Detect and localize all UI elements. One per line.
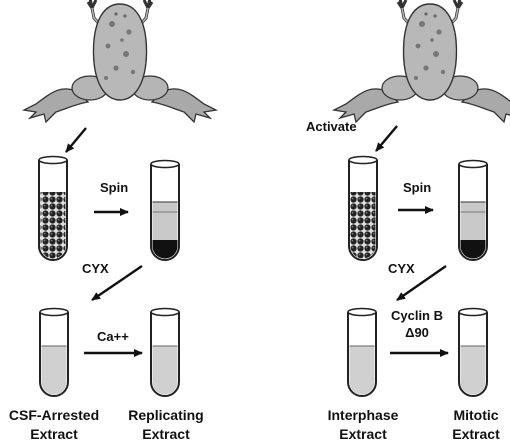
csf-tube bbox=[39, 307, 69, 397]
csf-extract-line2: Extract bbox=[30, 426, 78, 442]
arrow-frog-to-tube-right bbox=[375, 125, 398, 152]
spin-label-left: Spin bbox=[100, 180, 128, 195]
egg-tube-left bbox=[38, 155, 68, 261]
replicating-tube bbox=[150, 307, 180, 397]
cyclin-b-label: Cyclin B bbox=[391, 308, 443, 323]
frog-icon-left bbox=[22, 0, 218, 124]
arrow-frog-to-tube-left bbox=[65, 127, 87, 153]
mitotic-extract-line1: Mitotic bbox=[453, 407, 498, 423]
cyx-label-right: CYX bbox=[388, 261, 415, 276]
activate-label: Activate bbox=[306, 119, 357, 134]
spun-tube-right bbox=[458, 159, 488, 261]
replicating-extract-line2: Extract bbox=[142, 426, 190, 442]
mitotic-extract-line2: Extract bbox=[452, 426, 500, 442]
spin-label-right: Spin bbox=[403, 180, 431, 195]
csf-extract-line1: CSF-Arrested bbox=[9, 407, 99, 423]
frog-icon-right bbox=[332, 0, 510, 124]
spun-tube-left bbox=[150, 159, 180, 261]
cyx-label-left: CYX bbox=[82, 261, 109, 276]
arrow-cyx-right bbox=[396, 265, 447, 301]
replicating-extract-line1: Replicating bbox=[128, 407, 203, 423]
ca-label: Ca++ bbox=[97, 329, 129, 344]
mitotic-tube bbox=[458, 307, 488, 397]
interphase-extract-line1: Interphase bbox=[328, 407, 399, 423]
arrow-cyx-left bbox=[91, 265, 143, 301]
egg-tube-right bbox=[348, 155, 378, 261]
interphase-tube bbox=[347, 307, 377, 397]
delta90-label: Δ90 bbox=[405, 325, 429, 340]
interphase-extract-line2: Extract bbox=[339, 426, 387, 442]
